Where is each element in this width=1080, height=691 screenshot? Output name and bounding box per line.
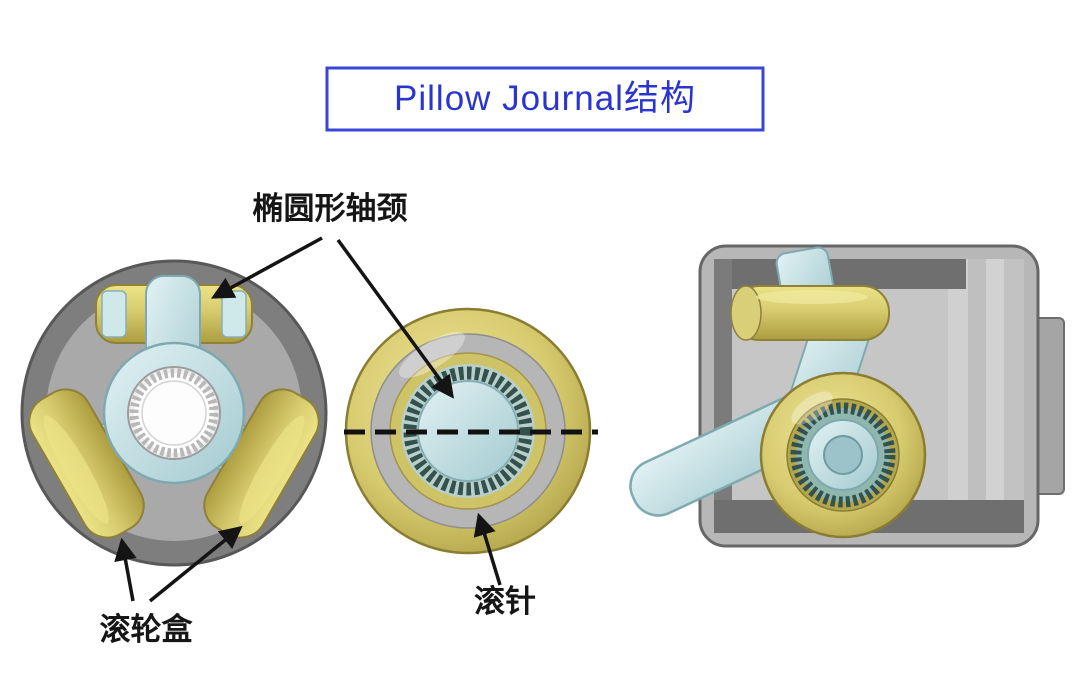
torus-trunnion-end (823, 435, 863, 475)
top-roller-side (730, 285, 890, 341)
label-roller-box: 滚轮盒 (100, 612, 194, 647)
top-roller-right-retainer (221, 290, 247, 338)
shading-stripe (1004, 259, 1024, 533)
annotations-layer: Pillow Journal结构 椭圆形轴颈 滚轮盒 滚针 (100, 66, 765, 647)
needle-rollers-ring (403, 366, 533, 496)
lower-right-roller-highlight (239, 415, 305, 524)
arrow-needle-rollers (473, 512, 502, 586)
roller-section-view (344, 307, 598, 555)
lower-left-roller-highlight (43, 415, 109, 524)
roller-torus (759, 371, 927, 539)
housing-top-cut-band (714, 259, 966, 289)
arrow-roller-box-left (114, 537, 137, 602)
annotation-arrows (114, 236, 502, 603)
shading-stripe (968, 259, 986, 533)
top-roller-left-retainer (101, 290, 127, 338)
label-needle-rollers: 滚针 (474, 584, 536, 619)
diagram-title: Pillow Journal结构 (394, 79, 696, 118)
top-roller-side-endcap (730, 285, 762, 341)
tripod-front-view (20, 259, 328, 567)
torus-highlight (791, 391, 833, 425)
assembly-section-view (629, 244, 1065, 548)
arrow-journal-to-section-view (336, 238, 455, 399)
shading-stripe (948, 259, 968, 533)
arrow-journal-to-front-view (211, 236, 323, 299)
shading-stripe (986, 259, 1004, 533)
title-box (325, 66, 765, 132)
top-roller-side-highlight (756, 290, 868, 304)
arrow-roller-box-right (148, 525, 243, 603)
label-elliptical-journal: 椭圆形轴颈 (253, 191, 408, 226)
roller-highlight (399, 332, 465, 378)
spline-bore-inner (141, 380, 207, 446)
